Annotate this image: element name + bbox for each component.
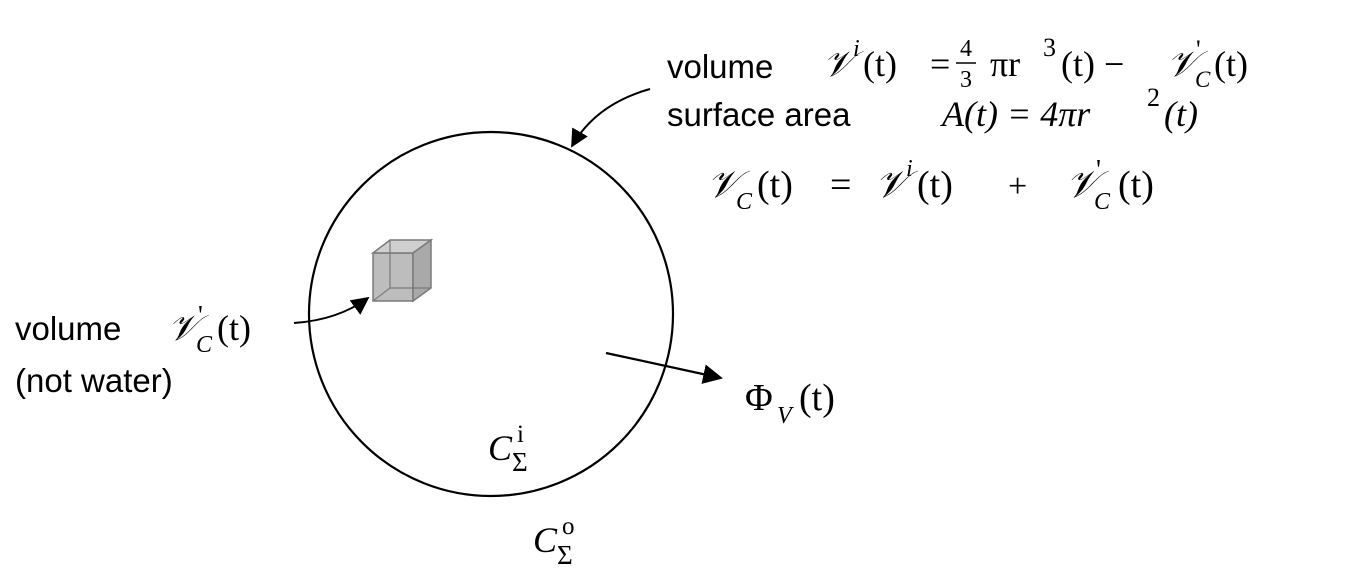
volume-rhs2-prime: ' [1196, 35, 1201, 64]
outer-conc-sup: o [562, 513, 575, 540]
volume-lhs-arg: (t) [863, 44, 897, 84]
left-volume-word: volume [15, 310, 121, 347]
inner-conc-symbol: C [488, 428, 513, 468]
left-volume-sub: C [196, 332, 213, 358]
volume-equals: = [930, 44, 950, 84]
volume-equation: volume 𝒱 i (t) = 4 3 πr 3 (t) − 𝒱 C ' (t… [667, 33, 1248, 93]
volume-rhs-pi-r: πr [990, 44, 1020, 84]
surface-area-word: surface area [667, 96, 851, 133]
flux-label: Φ V (t) [745, 377, 835, 429]
flux-arg: (t) [799, 377, 835, 419]
volume-word: volume [667, 48, 773, 85]
flux-symbol: Φ [745, 377, 773, 419]
flux-sub: V [777, 403, 794, 429]
total-term2-arg: (t) [1118, 164, 1154, 206]
total-lhs-arg: (t) [757, 164, 793, 206]
surface-area-equation: surface area A(t) = 4πr 2 (t) [667, 83, 1198, 134]
left-volume-arg: (t) [217, 308, 251, 348]
total-term2-sub: C [1094, 189, 1111, 215]
total-term2-prime: ' [1096, 155, 1101, 186]
inner-concentration-label: C i Σ [488, 421, 528, 477]
outer-conc-sub: Σ [557, 540, 573, 570]
volume-rhs-exp: 3 [1043, 33, 1056, 62]
total-lhs-sub: C [736, 189, 753, 215]
surface-area-lhs: A(t) = 4πr [940, 94, 1091, 134]
surface-area-exp: 2 [1147, 83, 1160, 112]
flux-arrow [605, 351, 723, 384]
outer-conc-symbol: C [533, 520, 558, 560]
total-term1-arg: (t) [917, 164, 953, 206]
inner-conc-sup: i [517, 421, 524, 448]
surface-pointer-arrow [571, 88, 651, 148]
total-term1-sup: i [906, 156, 913, 182]
total-volume-equation: 𝒱 C (t) = 𝒱 i (t) + 𝒱 C ' (t) [707, 155, 1154, 215]
total-equals: = [830, 164, 851, 206]
left-volume-note: (not water) [15, 362, 173, 399]
inner-conc-sub: Σ [512, 447, 528, 477]
volume-rhs-arg: (t) − [1061, 44, 1124, 84]
cell-sphere [307, 130, 675, 498]
total-plus: + [1008, 168, 1027, 205]
volume-rhs2-arg: (t) [1214, 44, 1248, 84]
surface-area-arg: (t) [1164, 94, 1198, 134]
volume-lhs-sup: i [853, 36, 860, 62]
left-volume-prime: ' [198, 300, 203, 330]
outer-concentration-label: C o Σ [533, 513, 575, 570]
fraction-denominator: 3 [960, 67, 972, 93]
cube-icon [370, 238, 434, 303]
volume-rhs2-sub: C [1195, 67, 1211, 92]
non-water-volume-label: volume 𝒱 C ' (t) (not water) [15, 300, 251, 399]
fraction-numerator: 4 [960, 36, 972, 62]
volume-pointer-arrow [293, 296, 370, 324]
